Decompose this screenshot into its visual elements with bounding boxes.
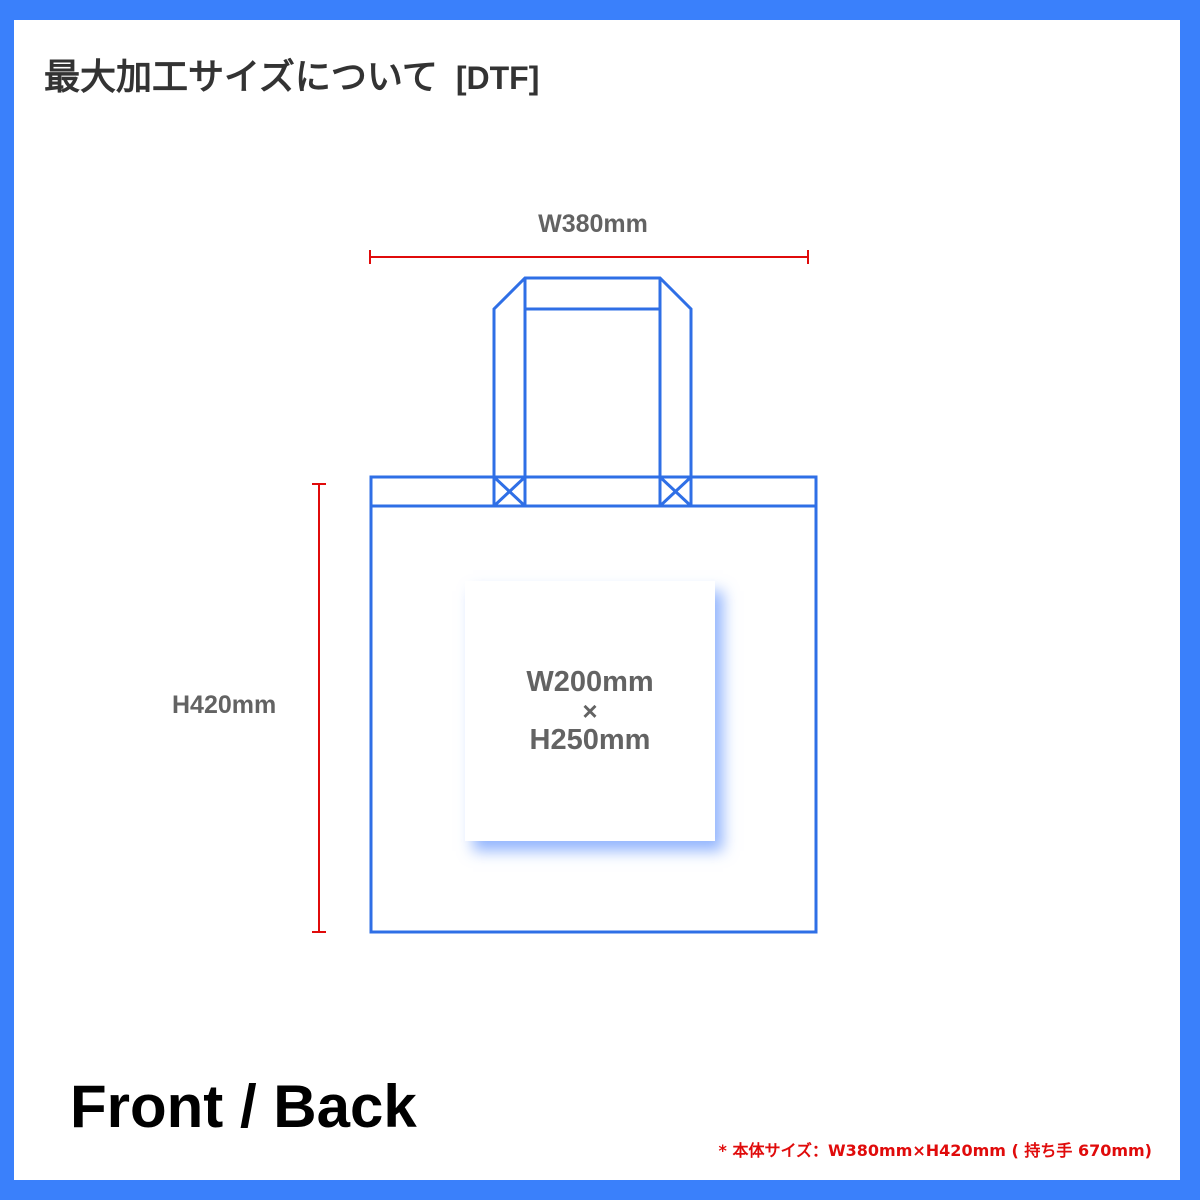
body-size-note: * 本体サイズ：W380mm×H420mm ( 持ち手 670mm) bbox=[718, 1141, 1152, 1160]
side-label: Front / Back bbox=[70, 1073, 417, 1140]
height-dimension-label: H420mm bbox=[172, 691, 277, 719]
title-main: 最大加工サイズについて bbox=[44, 57, 438, 98]
width-dimension-line bbox=[369, 250, 809, 264]
tote-bag-diagram bbox=[312, 250, 818, 934]
print-area-height: H250mm bbox=[529, 724, 651, 756]
title-tag: [DTF] bbox=[455, 60, 540, 96]
page-title: 最大加工サイズについて [DTF] bbox=[44, 48, 539, 100]
width-dimension-label: W380mm bbox=[538, 210, 648, 238]
print-area: W200mm × H250mm bbox=[465, 581, 715, 841]
bag-outline bbox=[369, 276, 818, 934]
print-area-width: W200mm bbox=[526, 666, 654, 698]
canvas: 最大加工サイズについて [DTF] W380mm H420mm bbox=[14, 20, 1180, 1180]
height-dimension-line bbox=[312, 483, 326, 933]
print-area-times: × bbox=[582, 696, 598, 726]
